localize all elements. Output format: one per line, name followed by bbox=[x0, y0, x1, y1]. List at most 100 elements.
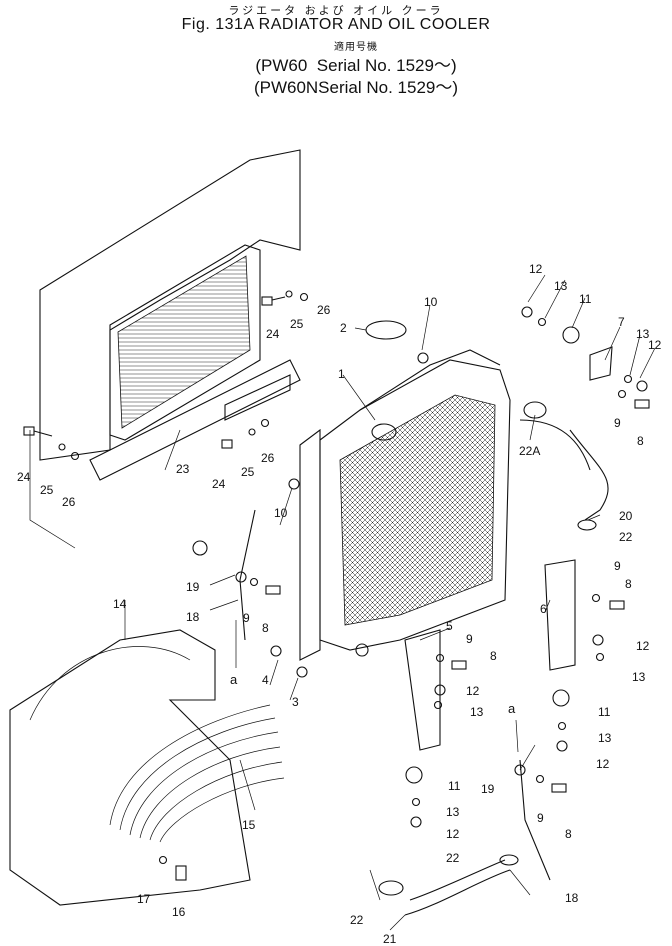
callout-10: 10 bbox=[424, 295, 438, 309]
washer-icon bbox=[158, 855, 168, 865]
callout-12: 12 bbox=[596, 757, 610, 771]
callout-19: 19 bbox=[481, 782, 495, 796]
callout-8: 8 bbox=[490, 649, 497, 663]
callout-10: 10 bbox=[274, 506, 288, 520]
fan-guard bbox=[109, 704, 285, 843]
callout-18: 18 bbox=[565, 891, 579, 905]
callout-9: 9 bbox=[466, 632, 473, 646]
callout-4: 4 bbox=[262, 673, 269, 687]
callout-23: 23 bbox=[176, 462, 190, 476]
callout-26: 26 bbox=[62, 495, 76, 509]
fitting-icon bbox=[355, 643, 369, 657]
bolt-head-icon bbox=[265, 585, 281, 595]
callout-9: 9 bbox=[537, 811, 544, 825]
washer-icon bbox=[299, 292, 309, 302]
callout-12: 12 bbox=[446, 827, 460, 841]
washer-icon bbox=[248, 428, 256, 436]
callout-25: 25 bbox=[290, 317, 304, 331]
hose-clamp-icon bbox=[577, 519, 597, 531]
applicable-models-label: 適用号機 bbox=[334, 42, 378, 53]
bolt-head-icon bbox=[609, 600, 625, 610]
callout-26: 26 bbox=[317, 303, 331, 317]
mount-icon bbox=[405, 766, 423, 784]
bolt-head-icon bbox=[175, 865, 187, 881]
callout-16: 16 bbox=[172, 905, 186, 919]
nut-icon bbox=[521, 306, 533, 318]
washer-icon bbox=[260, 418, 270, 428]
fitting-icon bbox=[296, 666, 308, 678]
washer-icon bbox=[285, 290, 293, 298]
fitting-icon bbox=[514, 764, 526, 776]
callout-26: 26 bbox=[261, 451, 275, 465]
callout-labels: 1 2 3 4 5 6 7 8 8 8 8 8 9 9 9 9 9 10 10 … bbox=[17, 262, 662, 946]
fitting-icon bbox=[562, 326, 580, 344]
callout-6: 6 bbox=[540, 602, 547, 616]
callout-13: 13 bbox=[554, 279, 568, 293]
callout-18: 18 bbox=[186, 610, 200, 624]
radiator-cap bbox=[365, 320, 407, 340]
washer-icon bbox=[535, 774, 545, 784]
nut-icon bbox=[434, 684, 446, 696]
callout-3: 3 bbox=[292, 695, 299, 709]
callout-11: 11 bbox=[598, 705, 611, 719]
pipe-18-lower bbox=[519, 759, 551, 881]
fitting-icon bbox=[192, 540, 208, 556]
callout-a: a bbox=[508, 701, 516, 716]
washer-icon bbox=[537, 317, 547, 327]
callout-8: 8 bbox=[565, 827, 572, 841]
bolt-head-icon bbox=[451, 660, 467, 670]
hose-clamp-icon bbox=[378, 880, 404, 896]
callout-20: 20 bbox=[619, 509, 633, 523]
callout-13: 13 bbox=[446, 805, 460, 819]
japanese-title: ラジエータ および オイル クーラ bbox=[228, 4, 444, 17]
hose-clamp-icon bbox=[523, 401, 547, 419]
callout-11: 11 bbox=[579, 292, 592, 306]
washer-icon bbox=[617, 389, 627, 399]
callout-22: 22 bbox=[446, 851, 460, 865]
callout-5: 5 bbox=[446, 619, 453, 633]
washer-icon bbox=[433, 700, 443, 710]
callout-22: 22 bbox=[350, 913, 364, 927]
callout-11: 11 bbox=[448, 779, 461, 793]
bolt-head-icon bbox=[551, 783, 567, 793]
upper-hose-edge bbox=[519, 419, 591, 471]
callout-14: 14 bbox=[113, 597, 127, 611]
figure-title: Fig. 131A RADIATOR AND OIL COOLER bbox=[181, 16, 491, 33]
washer-icon bbox=[411, 797, 421, 807]
callout-12: 12 bbox=[636, 639, 650, 653]
washer-icon bbox=[435, 653, 445, 663]
washer-icon bbox=[70, 451, 80, 461]
bolt-head-icon bbox=[261, 296, 273, 306]
nut-icon bbox=[410, 816, 422, 828]
washer-icon bbox=[249, 577, 259, 587]
upper-hose bbox=[569, 429, 609, 521]
bolt-head-icon bbox=[23, 426, 35, 436]
callout-13: 13 bbox=[470, 705, 484, 719]
callout-8: 8 bbox=[637, 434, 644, 448]
callout-a: a bbox=[230, 672, 238, 687]
bracket-5 bbox=[404, 629, 441, 751]
washer-icon bbox=[557, 721, 567, 731]
bolt-head-icon bbox=[221, 439, 233, 449]
bracket-6 bbox=[544, 559, 576, 671]
plate-icon bbox=[589, 346, 613, 381]
callout-21: 21 bbox=[383, 932, 397, 946]
callout-12: 12 bbox=[529, 262, 543, 276]
fan-shroud bbox=[9, 629, 251, 906]
serial-range-pw60n: (PW60NSerial No. 1529～) bbox=[253, 78, 459, 97]
callout-15: 15 bbox=[242, 818, 256, 832]
callout-8: 8 bbox=[625, 577, 632, 591]
fitting-icon bbox=[270, 645, 282, 657]
callout-13: 13 bbox=[632, 670, 646, 684]
callout-13: 13 bbox=[598, 731, 612, 745]
callout-9: 9 bbox=[243, 611, 250, 625]
radiator-core bbox=[299, 349, 511, 661]
callout-25: 25 bbox=[241, 465, 255, 479]
callout-2: 2 bbox=[340, 321, 347, 335]
nut-icon bbox=[417, 352, 429, 364]
bolt-head-icon bbox=[634, 399, 650, 409]
callout-19: 19 bbox=[186, 580, 200, 594]
washer-icon bbox=[591, 593, 601, 603]
fitting-icon bbox=[235, 571, 247, 583]
